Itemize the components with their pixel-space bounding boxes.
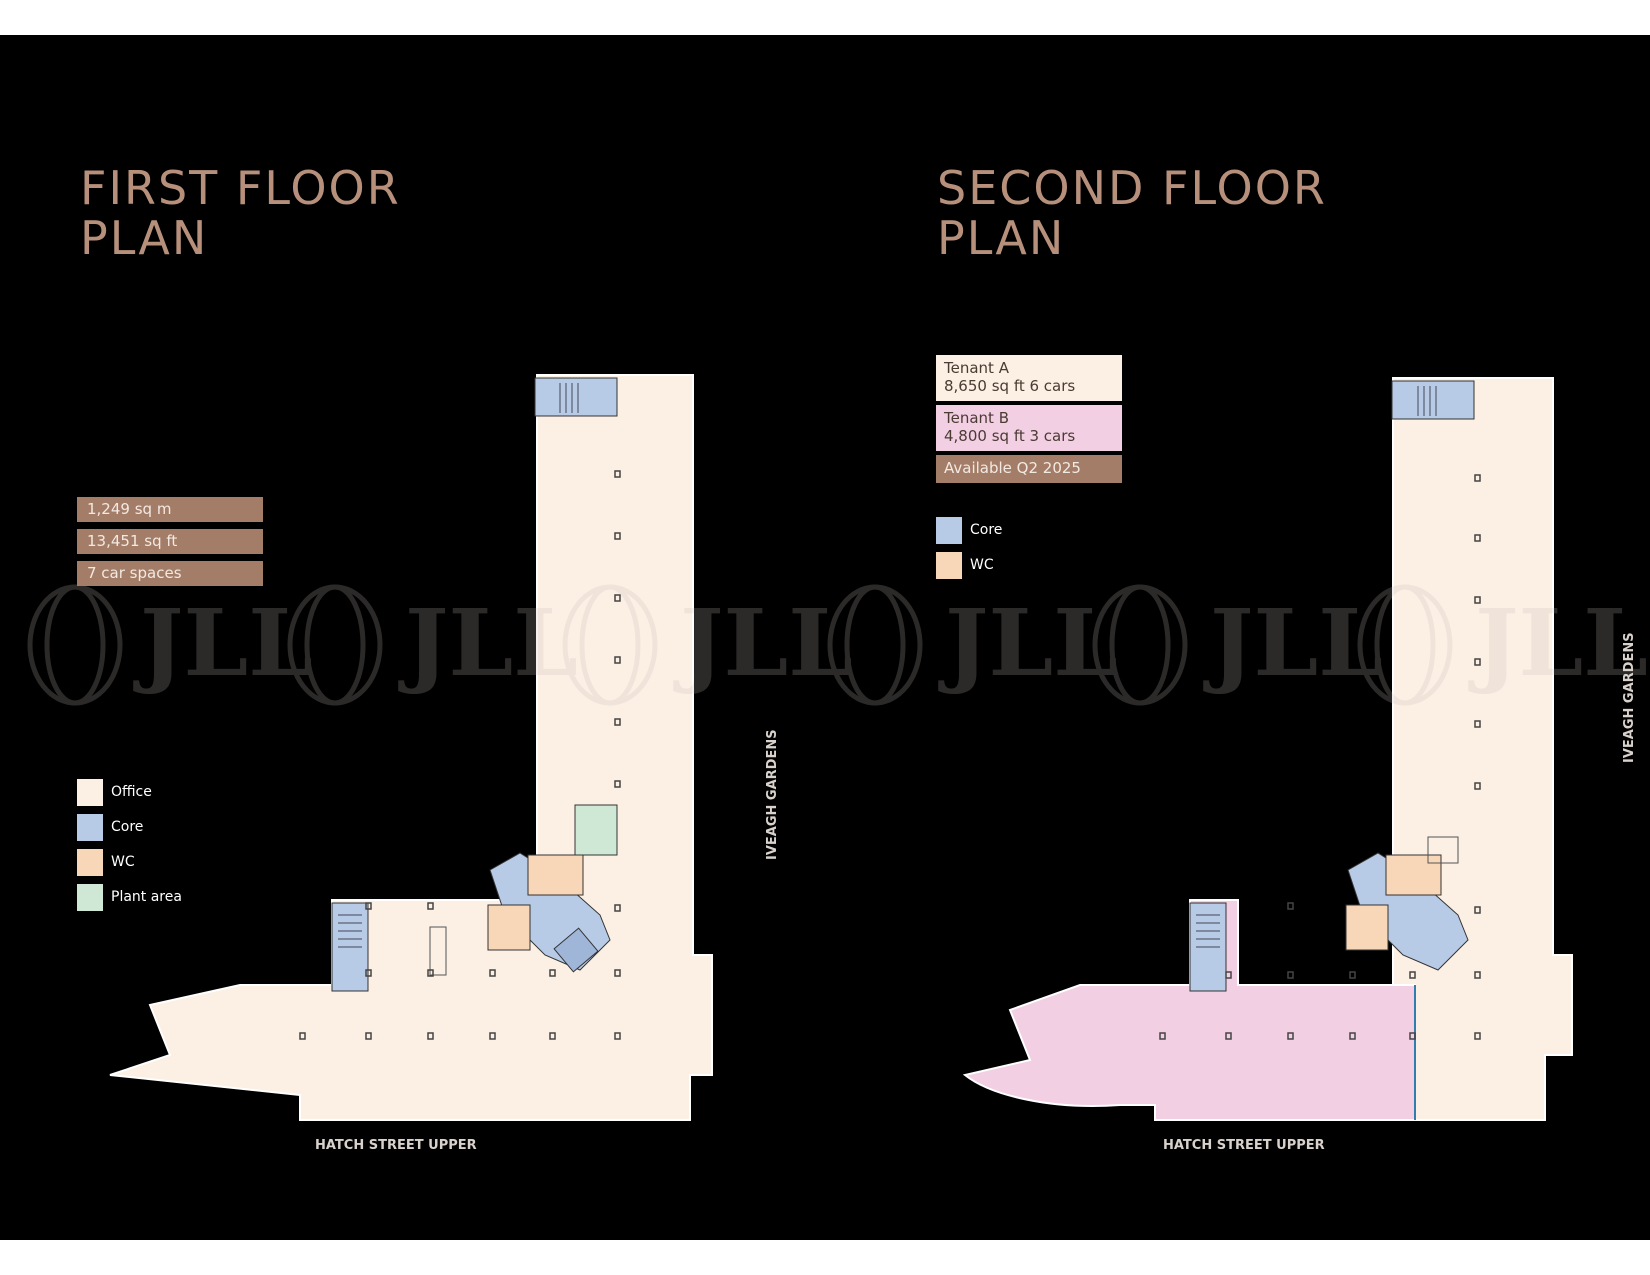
legend-office-swatch — [77, 779, 103, 806]
first-floor-lift — [553, 927, 599, 973]
legend-core-swatch — [936, 517, 962, 544]
legend-wc-swatch — [77, 849, 103, 876]
first-floor-area-sqm: 1,249 sq m — [77, 497, 263, 522]
first-floor-title-line2: PLAN — [80, 211, 209, 265]
legend-plant-swatch — [77, 884, 103, 911]
second-floor-street-bottom: HATCH STREET UPPER — [1163, 1138, 1325, 1153]
svg-text:JLL: JLL — [938, 589, 1118, 697]
first-floor-plant-area — [574, 804, 618, 856]
second-floor-street-side: IVEAGH GARDENS — [1622, 632, 1637, 763]
second-floor-core-top — [1391, 380, 1475, 420]
tenant-b-box: Tenant B 4,800 sq ft 3 cars — [936, 405, 1122, 451]
first-floor-street-side: IVEAGH GARDENS — [765, 729, 780, 860]
legend-core-swatch — [77, 814, 103, 841]
legend-wc-swatch — [936, 552, 962, 579]
floor-plan-sheet: JLL JLL JLL JLL JLL JLL FIRST FLOOR PLAN… — [0, 35, 1650, 1240]
svg-text:JLL: JLL — [133, 589, 313, 697]
jll-watermark: JLL JLL JLL JLL JLL JLL — [27, 584, 1648, 706]
first-floor-title: FIRST FLOOR PLAN — [80, 163, 401, 263]
second-floor-tenant-b-area — [962, 899, 1416, 1121]
second-floor-wc-2 — [1345, 904, 1389, 951]
second-floor-wc-1 — [1385, 854, 1442, 896]
second-floor-plan — [962, 377, 1573, 1121]
second-floor-tenant-a-area — [1392, 377, 1573, 1121]
first-floor-title-line1: FIRST FLOOR — [80, 161, 401, 215]
availability-box: Available Q2 2025 — [936, 455, 1122, 483]
first-floor-core-top — [534, 377, 618, 417]
svg-text:JLL: JLL — [1203, 589, 1383, 697]
first-floor-street-bottom: HATCH STREET UPPER — [315, 1138, 477, 1153]
first-floor-reception — [429, 926, 447, 976]
second-floor-columns — [1159, 474, 1481, 1040]
second-floor-plant-box — [1427, 836, 1459, 864]
first-floor-office-area — [109, 374, 713, 1121]
second-floor-title-line1: SECOND FLOOR — [937, 161, 1327, 215]
svg-text:JLL: JLL — [398, 589, 578, 697]
floor-plans-drawing — [109, 374, 1573, 1121]
tenant-a-box: Tenant A 8,650 sq ft 6 cars — [936, 355, 1122, 401]
first-floor-columns — [299, 470, 621, 1040]
second-floor-title-line2: PLAN — [937, 211, 1066, 265]
first-floor-wc-2 — [487, 904, 531, 951]
first-floor-area-sqft: 13,451 sq ft — [77, 529, 263, 554]
first-floor-wc-1 — [527, 854, 584, 896]
svg-text:JLL: JLL — [1468, 589, 1648, 697]
svg-text:JLL: JLL — [673, 589, 853, 697]
first-floor-plan — [109, 374, 713, 1121]
second-floor-title: SECOND FLOOR PLAN — [937, 163, 1327, 263]
first-floor-car-spaces: 7 car spaces — [77, 561, 263, 586]
